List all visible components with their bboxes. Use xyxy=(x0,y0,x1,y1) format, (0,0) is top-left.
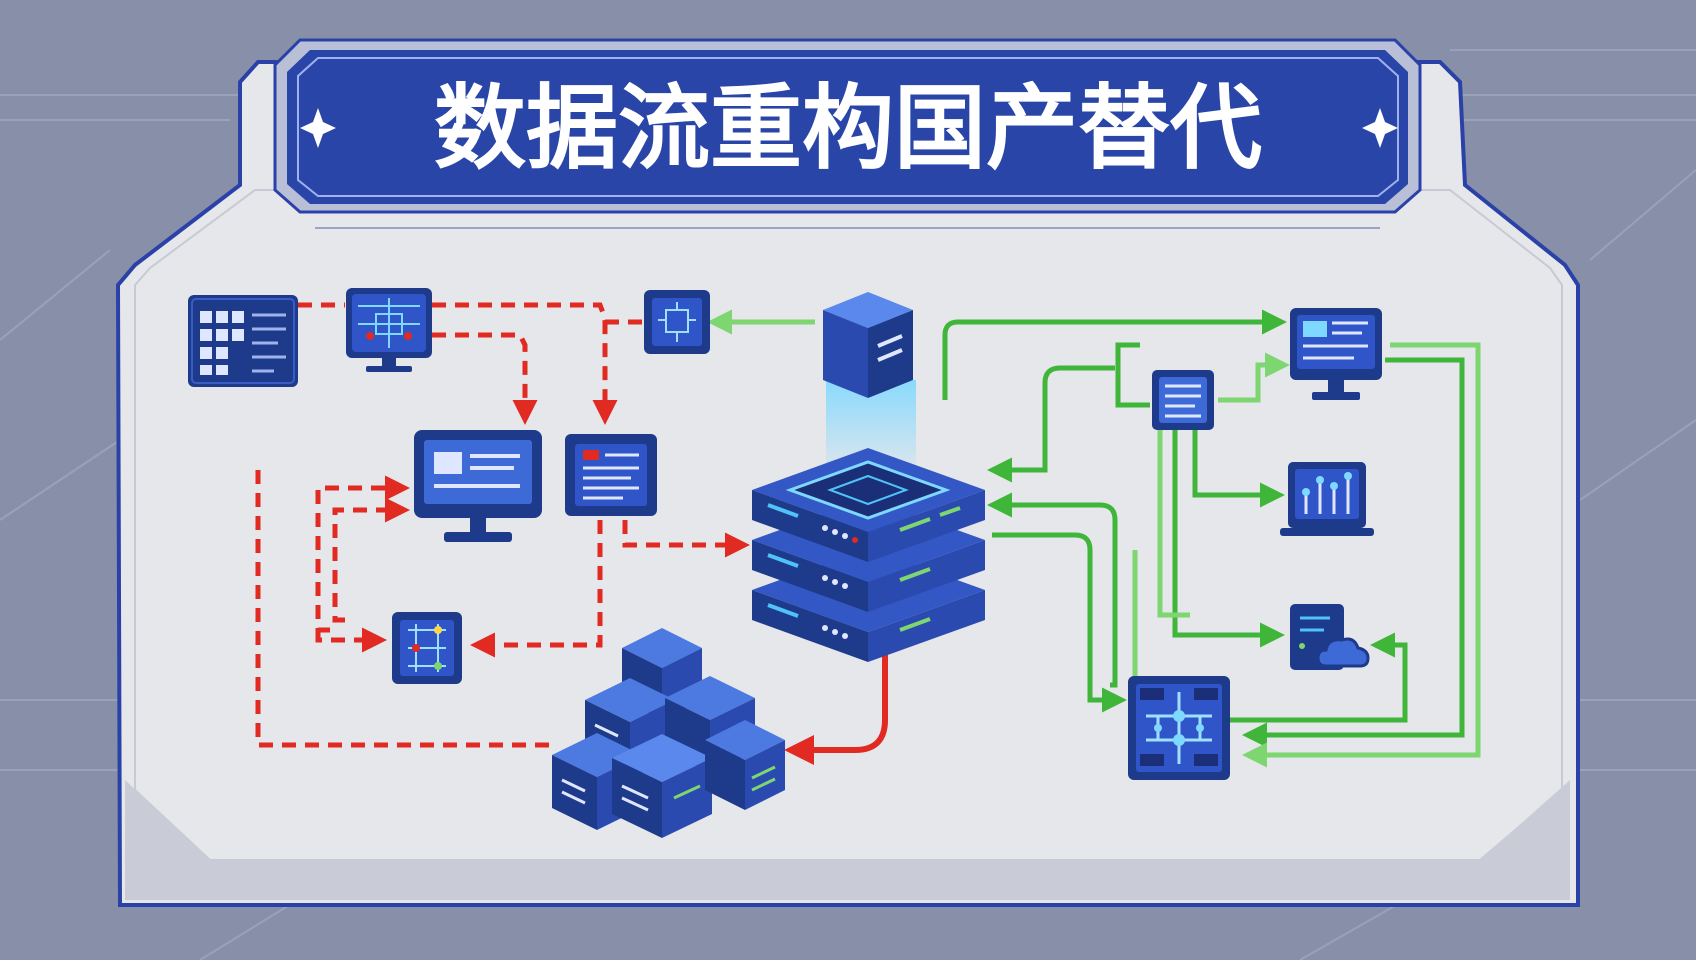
new-flow-arrows xyxy=(707,309,1481,768)
desktop-monitor-icon[interactable] xyxy=(1290,308,1382,400)
legacy-arrow-loop-to-monitor-b xyxy=(332,497,410,623)
new-arrow-list-to-desktop xyxy=(1218,352,1290,403)
title-banner: 数据流重构国产替代 xyxy=(273,38,1422,214)
router-chip-icon[interactable] xyxy=(346,288,432,372)
legacy-arrow-doc-to-core xyxy=(622,520,750,558)
new-arrow-core-to-hub xyxy=(992,532,1127,713)
document-panel-icon[interactable] xyxy=(565,434,657,516)
legacy-arrow-doc-to-chip xyxy=(470,520,603,658)
legacy-arrow-core-to-cubes xyxy=(784,635,888,765)
server-unit-1 xyxy=(752,448,985,562)
diagram-title: 数据流重构国产替代 xyxy=(434,75,1262,182)
new-arrow-list-to-core xyxy=(987,365,1115,483)
circuit-board-icon[interactable] xyxy=(1128,676,1230,780)
new-arrow-list-to-cloud xyxy=(1172,430,1285,648)
legacy-arrow-loop-to-monitor-a xyxy=(315,475,410,633)
legacy-arrow-loop-to-chip xyxy=(315,627,387,653)
legacy-flow-arrows xyxy=(255,302,750,748)
sparkle-left-icon xyxy=(300,108,336,148)
cube-stack-icon[interactable] xyxy=(552,628,785,838)
new-arrow-cloud-loop xyxy=(1225,632,1408,723)
panel-bottom-shade xyxy=(125,780,1570,900)
dashboard-grid-icon[interactable] xyxy=(188,295,298,387)
new-arrow-desktop-to-hub-a xyxy=(1242,357,1465,748)
new-arrow-list-from-top xyxy=(1115,342,1150,408)
new-arrow-vertical-1 xyxy=(1157,430,1190,618)
top-cube-icon[interactable] xyxy=(823,292,913,398)
circuit-module-icon[interactable] xyxy=(644,290,710,354)
cube-front xyxy=(612,734,712,838)
chip-module-icon[interactable] xyxy=(392,612,462,684)
new-arrow-list-to-laptop xyxy=(1192,430,1285,508)
legacy-arrow-loop-left xyxy=(255,470,555,748)
laptop-chart-icon[interactable] xyxy=(1280,462,1374,536)
monitor-icon[interactable] xyxy=(414,430,542,542)
cube-back-right xyxy=(705,720,785,810)
legacy-arrow-router-to-right xyxy=(432,302,618,425)
list-panel-icon[interactable] xyxy=(1152,370,1214,430)
new-arrow-desktop-to-hub-b xyxy=(1242,342,1481,768)
central-server-stack-icon[interactable] xyxy=(752,292,985,662)
new-arrow-core-to-desktop xyxy=(942,309,1287,400)
cloud-server-icon[interactable] xyxy=(1290,604,1370,670)
sparkle-right-icon xyxy=(1362,108,1398,148)
new-arrow-hub-to-core-a xyxy=(987,492,1118,688)
legacy-arrow-router-to-monitor xyxy=(432,332,538,425)
